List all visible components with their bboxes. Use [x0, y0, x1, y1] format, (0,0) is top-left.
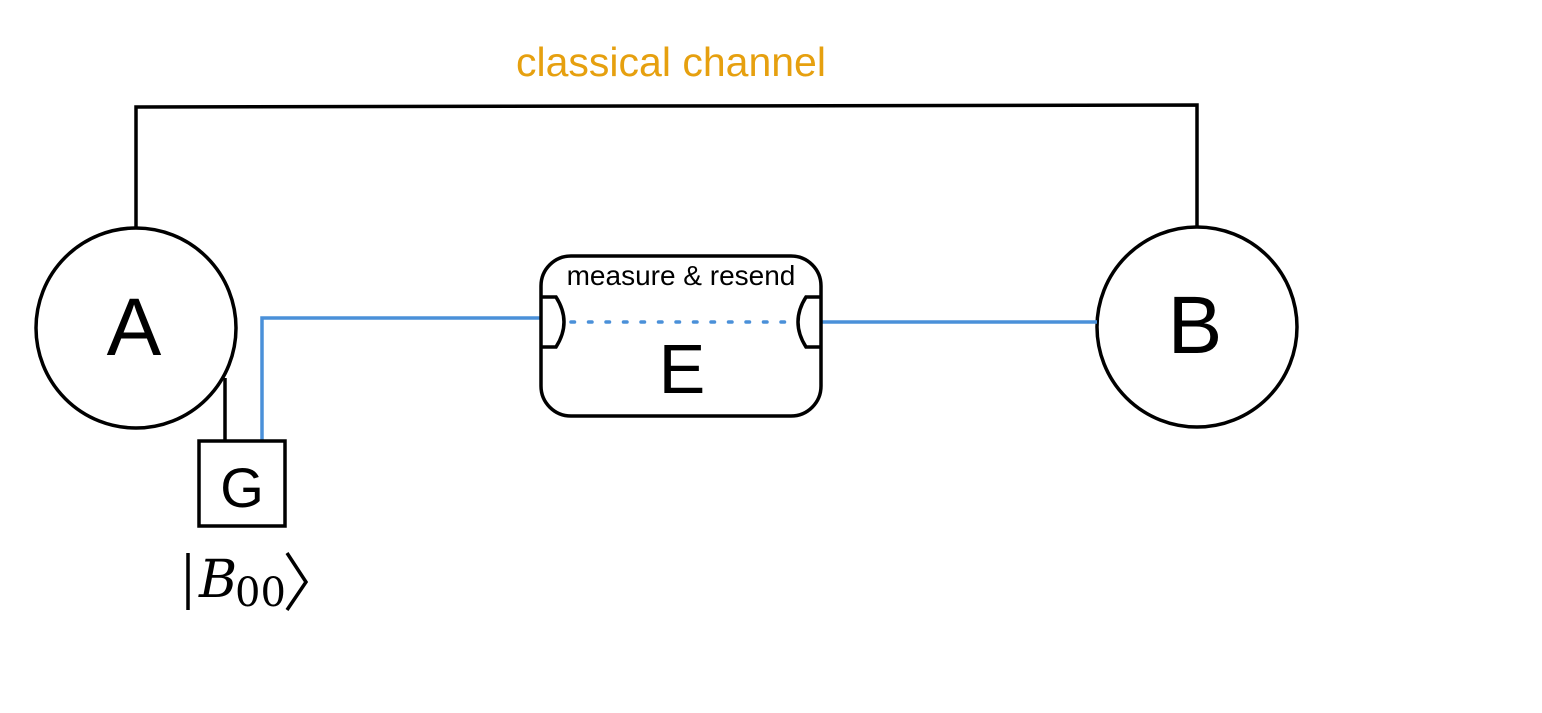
classical-channel-label: classical channel: [516, 39, 826, 85]
eve-label: E: [659, 330, 706, 408]
node-b: B: [1095, 225, 1299, 429]
eve-box: measure & resend E: [539, 254, 823, 418]
eve-caption: measure & resend: [567, 260, 796, 291]
ket-symbol-main: B: [198, 550, 237, 610]
ket-subscript: 00: [235, 570, 286, 616]
node-a-circle: [34, 226, 238, 430]
ket-right-angle: [285, 552, 309, 611]
node-b-circle: [1095, 225, 1299, 429]
source-g: G: [197, 439, 287, 528]
source-g-box: [197, 439, 287, 528]
node-a-label: A: [107, 282, 162, 373]
source-g-label: G: [220, 456, 264, 519]
eve-right-detector: [796, 295, 821, 349]
node-b-label: B: [1168, 280, 1223, 371]
bell-state-ket: B 00: [186, 550, 309, 616]
quantum-channel-a: [260, 316, 541, 441]
classical-channel-line: [134, 103, 1199, 228]
ket-symbol: B: [198, 550, 237, 610]
eve-box-frame: [539, 254, 823, 418]
eve-left-detector: [541, 295, 566, 349]
node-a: A: [34, 226, 238, 430]
